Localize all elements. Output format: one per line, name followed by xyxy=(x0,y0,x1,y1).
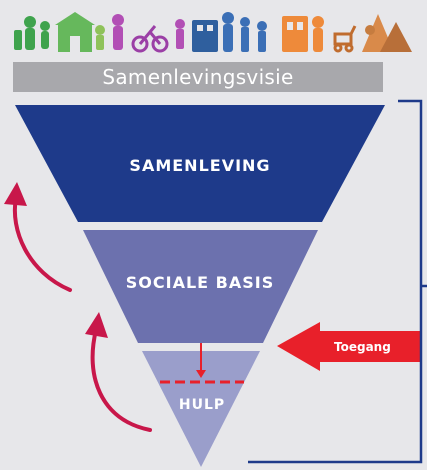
return-arrow-lower-head xyxy=(85,312,108,338)
office-icon xyxy=(192,20,218,52)
page-title: Samenlevingsvisie xyxy=(13,62,383,92)
workers-icon xyxy=(222,12,267,52)
return-arrow-lower xyxy=(90,328,152,432)
return-arrow-upper-head xyxy=(4,182,27,206)
school-icon xyxy=(55,12,95,52)
child-icon xyxy=(95,25,105,50)
stroller-icon xyxy=(333,25,357,53)
house-icon xyxy=(282,16,324,52)
level-label-sociale-basis: SOCIALE BASIS xyxy=(125,273,275,292)
level-label-samenleving: SAMENLEVING xyxy=(129,156,271,175)
small-down-arrow-icon xyxy=(196,343,206,378)
cyclist-icon xyxy=(131,25,169,53)
funnel-level-sociale-basis xyxy=(83,230,318,343)
level-label-hulp: HULP xyxy=(178,397,226,413)
right-bracket xyxy=(248,99,423,464)
elderly-icon xyxy=(112,14,185,50)
return-arrow-upper xyxy=(13,196,72,292)
funnel-level-hulp xyxy=(142,351,260,467)
toegang-arrow xyxy=(277,322,420,371)
funnel-level-samenleving xyxy=(15,105,385,222)
nature-icon xyxy=(362,14,412,52)
family-icon xyxy=(14,16,50,50)
toegang-label: Toegang xyxy=(334,340,391,354)
community-illustration-banner xyxy=(14,12,412,53)
